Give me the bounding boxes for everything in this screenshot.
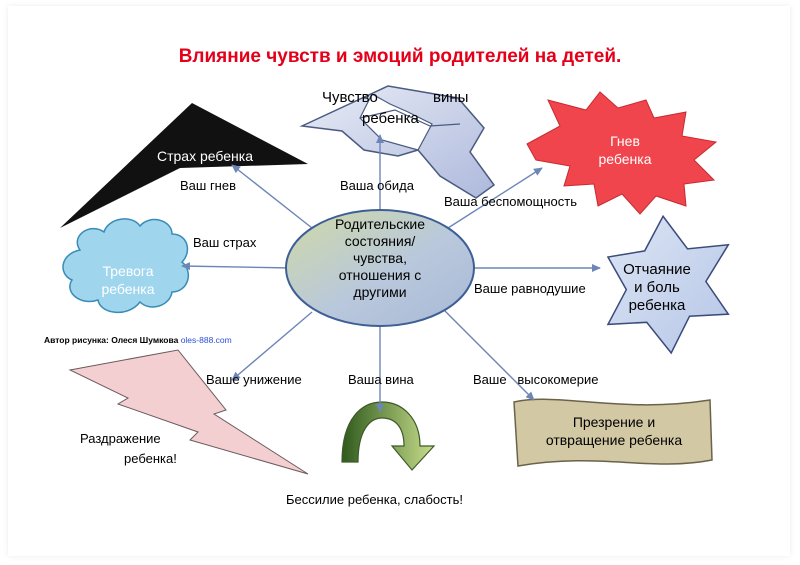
contempt-label-line2: отвращение ребенка — [545, 432, 683, 448]
center-line-5: другими — [353, 284, 407, 300]
arrow-to-anger — [447, 167, 543, 229]
guilt-label-line2: ребенка — [362, 110, 419, 127]
parent-arrogance-label: Ваше высокомерие — [473, 372, 599, 387]
anxiety-cloud-shape — [62, 218, 190, 313]
page-title: Влияние чувств и эмоций родителей на дет… — [178, 46, 622, 67]
contempt-label-line1: Презрение и — [572, 414, 656, 430]
irritation-lightning-shape — [68, 349, 309, 475]
center-ellipse — [285, 209, 475, 327]
arrow-to-contempt — [443, 309, 535, 401]
despair-star-shape — [606, 214, 730, 355]
fear-triangle-shape — [60, 103, 308, 228]
anger-label-line1: Гнев — [610, 133, 640, 149]
powerless-label: Бессилие ребенка, слабость! — [286, 492, 463, 507]
despair-label-line2: и боль — [634, 279, 680, 296]
arrow-lines — [181, 134, 601, 413]
parent-helplessness-label: Ваша беспомощность — [444, 194, 577, 209]
anger-label-line2: ребенка — [598, 151, 652, 167]
despair-label-line3: ребенка — [628, 297, 686, 314]
center-line-3: чувства, — [353, 250, 407, 266]
parent-anger-label: Ваш гнев — [180, 178, 236, 193]
despair-label: Отчаяние и боль ребенка — [612, 261, 702, 315]
contempt-banner-shape — [513, 398, 713, 467]
anxiety-label: Тревога ребенка — [82, 262, 174, 298]
guilt-label-line1b: вины — [433, 89, 469, 106]
parent-offense-label: Ваша обида — [340, 178, 414, 193]
author-label: Автор рисунка: Олеся Шумкова — [44, 335, 179, 345]
parent-humiliation-label: Ваше унижение — [206, 372, 302, 387]
despair-label-line1: Отчаяние — [623, 261, 691, 278]
parent-fear-label: Ваш страх — [193, 235, 257, 250]
anxiety-label-line2: ребенка — [101, 281, 155, 297]
arrow-to-irritation — [231, 311, 313, 381]
parent-guilt-label: Ваша вина — [348, 372, 414, 387]
center-line-1: Родительские — [335, 216, 425, 232]
fear-label: Страх ребенка — [157, 148, 253, 164]
author-credit: Автор рисунка: Олеся Шумкова oles-888.co… — [44, 335, 232, 345]
irritation-label-line1: Раздражение — [80, 431, 161, 446]
guilt-label-line1: Чувство — [322, 89, 378, 106]
powerless-curved-arrow-shape — [341, 401, 436, 471]
anger-label: Гнев ребенка — [580, 132, 670, 168]
arrow-to-fear — [231, 164, 313, 229]
parent-indifference-label: Ваше равнодушие — [474, 281, 586, 296]
irritation-label-line2: ребенка! — [124, 451, 177, 466]
center-line-4: отношения с — [338, 267, 422, 283]
author-site-link[interactable]: oles-888.com — [180, 335, 232, 345]
center-line-2: состояния/ — [344, 233, 416, 249]
center-label: Родительские состояния/ чувства, отношен… — [300, 216, 460, 301]
anxiety-label-line1: Тревога — [102, 263, 154, 279]
anger-star-shape — [526, 91, 718, 215]
arrow-to-anxiety — [181, 262, 293, 271]
contempt-label: Презрение и отвращение ребенка — [518, 413, 710, 449]
